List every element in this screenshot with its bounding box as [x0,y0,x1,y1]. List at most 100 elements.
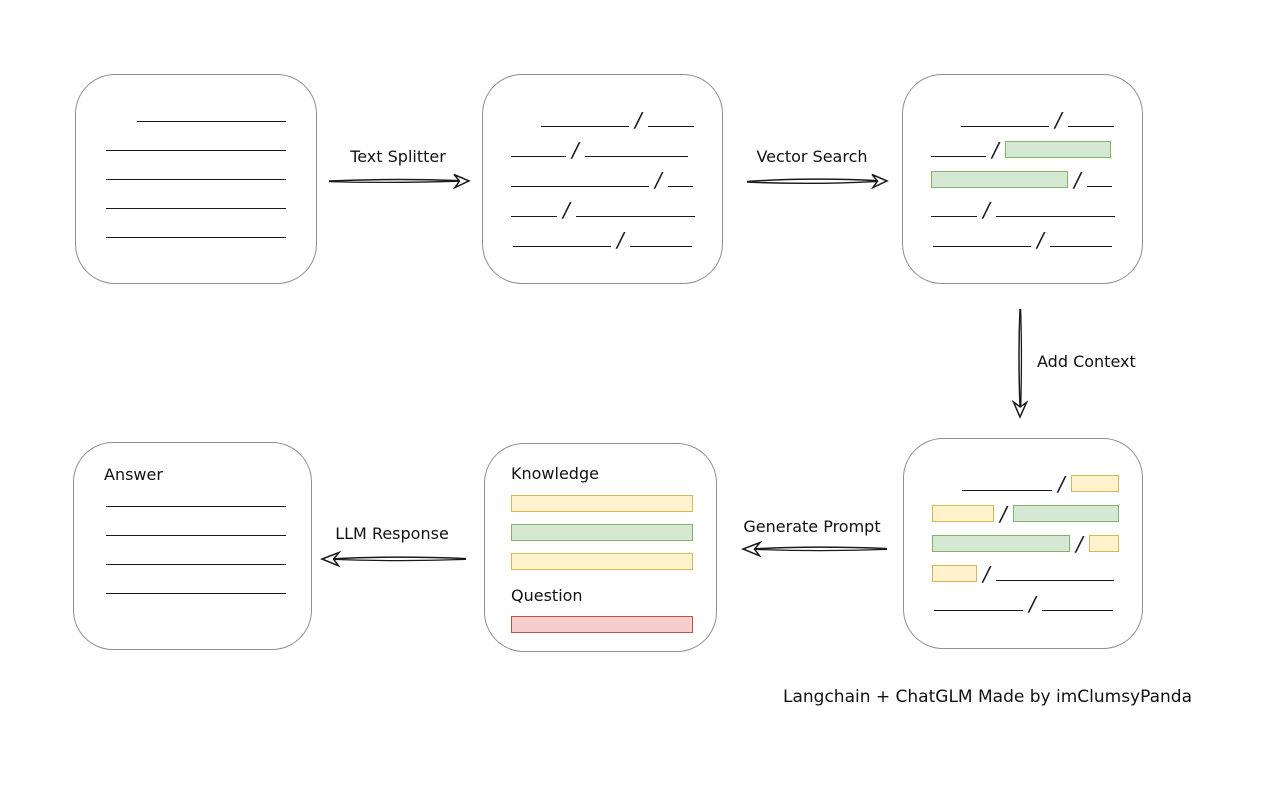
slash-separator: / [992,137,999,162]
document-lines [76,75,316,283]
text-line [575,215,695,217]
chunk-row: / [511,137,694,162]
llm-response-label: LLM Response [335,524,449,543]
vector-search-label: Vector Search [756,147,868,166]
slash-separator: / [635,107,642,132]
text-line [995,215,1115,217]
slash-separator: / [983,197,990,222]
text-line [106,149,286,151]
text-line [931,155,986,157]
chunk-row: / [541,107,694,132]
knowledge-bars [511,495,693,570]
answer-box: Answer [73,442,312,650]
green-highlight-chunk [1004,140,1111,158]
text-line [511,185,649,187]
text-line [106,564,286,565]
slash-separator: / [617,227,624,252]
chunk-row: / [932,562,1114,586]
split-chunks-rows: / / / / / [483,75,722,283]
generate-prompt-arrow-icon [740,540,888,558]
chunk-row: / [511,197,695,222]
slash-separator: / [1000,502,1007,526]
slash-separator: / [1055,107,1062,132]
text-line [513,245,611,247]
green-highlight-chunk [931,170,1068,188]
text-line [1067,125,1114,127]
slash-separator: / [1058,472,1065,496]
generate-prompt-label: Generate Prompt [743,517,881,536]
slash-separator: / [572,137,579,162]
text-line [934,610,1023,611]
green-highlight-chunk [1012,505,1119,522]
source-document-box [75,74,317,284]
slash-separator: / [1029,592,1036,616]
context-chunks-box: / / / / / [903,438,1143,649]
yellow-bar [511,495,693,512]
question-label: Question [511,586,583,605]
split-chunks-box: / / / / / [482,74,723,284]
text-line [1049,245,1112,247]
text-line [106,178,286,180]
text-line [511,215,557,217]
chunk-row: / [931,137,1114,162]
question-bars [511,616,693,633]
text-line [647,125,694,127]
text-line [106,535,286,536]
chunk-row: / [932,532,1119,556]
green-bar [511,524,693,541]
chunk-row: / [933,227,1114,252]
yellow-highlight-chunk [932,565,977,582]
text-line [106,236,286,238]
chunk-row: / [932,502,1119,526]
answer-lines [104,506,286,594]
add-context-arrow-icon [1011,308,1029,419]
text-line [962,490,1052,491]
slash-separator: / [563,197,570,222]
add-context-label: Add Context [1037,352,1136,371]
chunk-row: / [961,107,1114,132]
prompt-box: Knowledge Question [484,443,717,652]
text-line [106,593,286,594]
yellow-highlight-chunk [932,505,994,522]
chunk-row: / [931,197,1115,222]
text-line [584,155,688,157]
slash-separator: / [1037,227,1044,252]
yellow-bar [511,553,693,570]
yellow-highlight-chunk [1088,535,1119,552]
chunk-row: / [513,227,694,252]
red-bar [511,616,693,633]
answer-label: Answer [104,465,163,484]
llm-response-arrow-icon [319,550,467,568]
vector-search-arrow-icon [746,173,889,190]
text-splitter-arrow-icon [328,173,471,190]
slash-separator: / [1074,167,1081,192]
text-line [1086,185,1112,187]
yellow-highlight-chunk [1070,475,1119,492]
slash-separator: / [655,167,662,192]
text-line [667,185,693,187]
slash-separator: / [1076,532,1083,556]
slash-separator: / [983,562,990,586]
text-line [629,245,692,247]
text-line [931,215,977,217]
text-line [995,580,1114,581]
matched-chunks-rows: / / / / / [903,75,1142,283]
text-line [106,506,286,507]
chunk-row: / [934,592,1114,616]
text-line [511,155,566,157]
knowledge-label: Knowledge [511,464,599,483]
context-chunks-rows: / / / / / [904,439,1142,648]
chunk-row: / [511,167,694,192]
caption-credit: Langchain + ChatGLM Made by imClumsyPand… [783,687,1192,707]
text-line [137,120,286,122]
answer-content: Answer [74,443,311,649]
chunk-row: / [931,167,1114,192]
chunk-row: / [962,472,1119,496]
matched-chunks-box: / / / / / [902,74,1143,284]
text-line [541,125,629,127]
text-line [1041,610,1113,611]
text-line [106,207,286,209]
text-line [933,245,1031,247]
text-line [961,125,1049,127]
